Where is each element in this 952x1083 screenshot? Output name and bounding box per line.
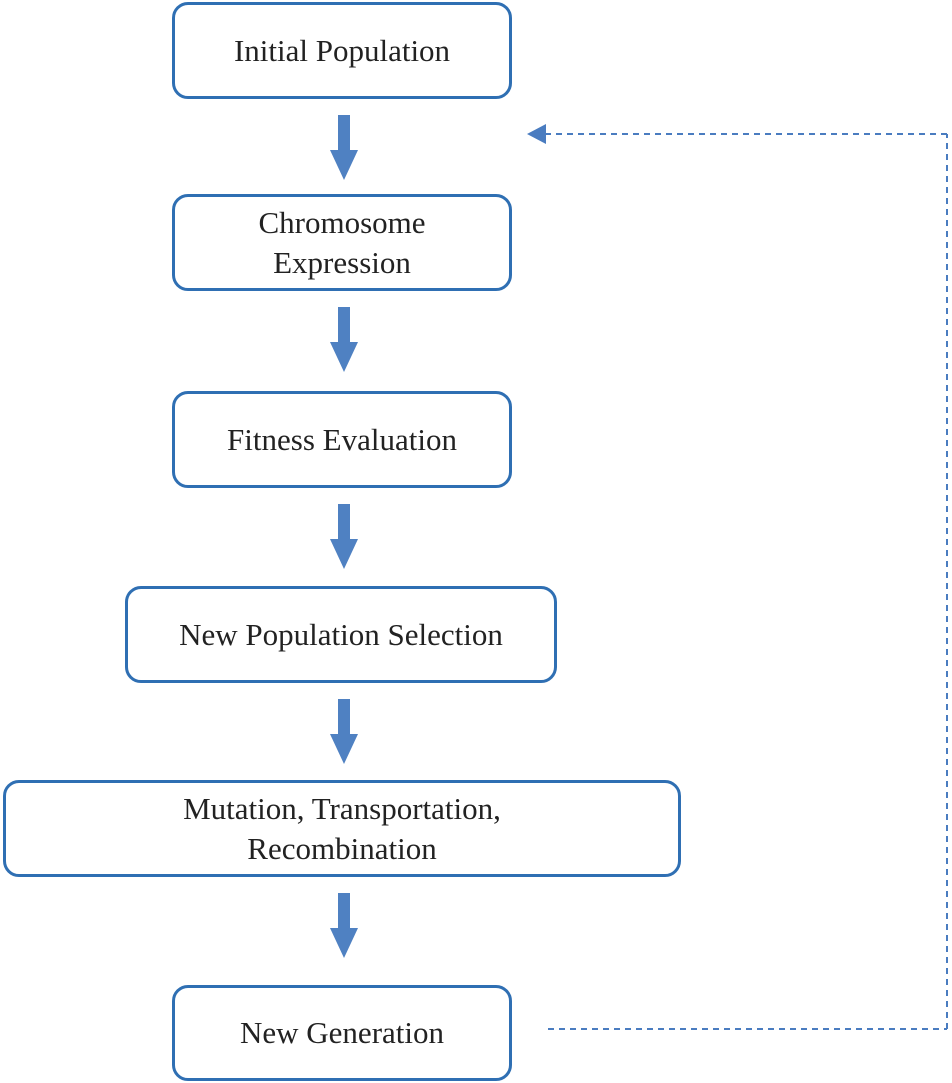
step-label: New Population Selection: [179, 616, 503, 652]
step-label: New Generation: [240, 1015, 444, 1050]
arrow-down-5: [330, 893, 358, 958]
arrow-down-1: [330, 115, 358, 180]
step-label-line1: Chromosome: [258, 204, 426, 240]
step-label: Initial Population: [233, 32, 451, 68]
step-label-line1: Mutation, Transportation,: [183, 790, 501, 826]
step-label-line2: Recombination: [247, 830, 437, 866]
step-chromosome-expression: Chromosome Expression: [172, 194, 512, 291]
arrow-down-2: [330, 307, 358, 372]
feedback-loop: [546, 133, 948, 1030]
arrow-down-4: [330, 699, 358, 764]
arrow-down-3: [330, 504, 358, 569]
step-new-generation: New Generation: [172, 985, 512, 1081]
step-label-line2: Expression: [273, 244, 411, 280]
step-initial-population: Initial Population: [172, 2, 512, 99]
feedback-arrowhead: [527, 124, 546, 144]
step-new-population-selection: New Population Selection: [125, 586, 557, 683]
step-label: Fitness Evaluation: [227, 421, 457, 457]
step-fitness-evaluation: Fitness Evaluation: [172, 391, 512, 488]
step-mutation-transportation-recombination: Mutation, Transportation, Recombination: [3, 780, 681, 877]
